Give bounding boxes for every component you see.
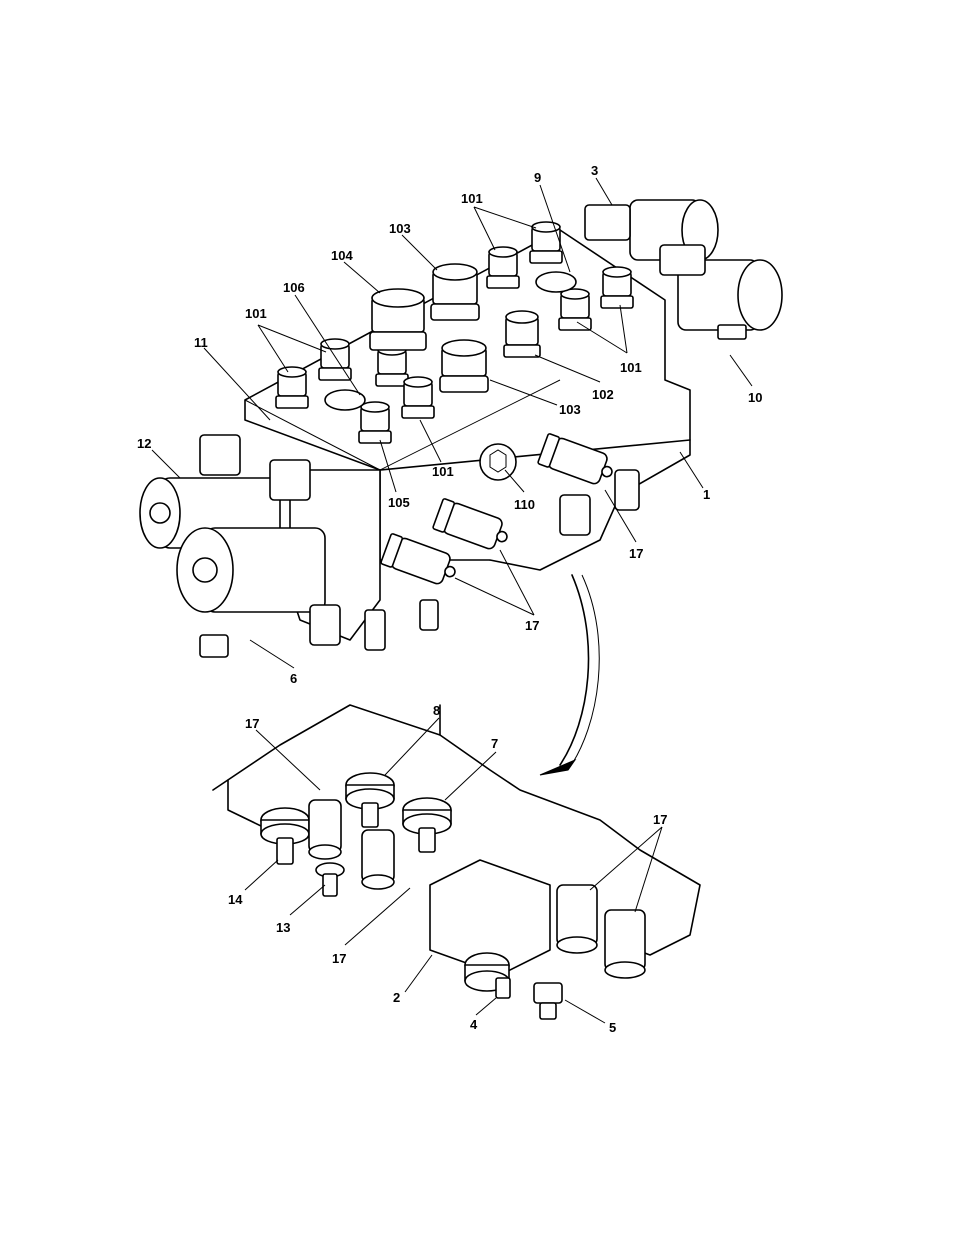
- view-arrow: [539, 574, 600, 776]
- fitting-group-top: [275, 221, 634, 444]
- o-ring-9: [535, 271, 577, 293]
- callout-104: 104: [331, 248, 353, 263]
- upper-manifold-assembly: [139, 199, 783, 658]
- solenoid-coils-right: [584, 199, 783, 340]
- callout-12: 12: [137, 436, 151, 451]
- callout-106: 106: [283, 280, 305, 295]
- callout-1: 1: [703, 487, 710, 502]
- callout-17-lower-right: 17: [653, 812, 667, 827]
- callout-11: 11: [194, 335, 208, 350]
- callout-110: 110: [514, 497, 535, 512]
- callout-8: 8: [433, 703, 440, 718]
- callout-labels: 3 9 101 103 104 106 101 11 101 10 102 10…: [137, 163, 762, 1035]
- bottom-studs: [309, 469, 640, 651]
- callout-4: 4: [470, 1017, 478, 1032]
- callout-10: 10: [748, 390, 762, 405]
- plug-110: [479, 443, 517, 481]
- callout-17-front: 17: [525, 618, 539, 633]
- callout-103-top: 103: [389, 221, 411, 236]
- callout-17-lower-mid: 17: [332, 951, 346, 966]
- callout-6: 6: [290, 671, 297, 686]
- large-port-fittings: [369, 263, 489, 393]
- callout-3: 3: [591, 163, 598, 178]
- callout-101-mid: 101: [432, 464, 454, 479]
- callout-2: 2: [393, 990, 400, 1005]
- callout-13: 13: [276, 920, 290, 935]
- solenoid-coils-left: [139, 434, 326, 658]
- leader-lines: [151, 177, 753, 1024]
- callout-101-right: 101: [620, 360, 642, 375]
- callout-17-right: 17: [629, 546, 643, 561]
- callout-102: 102: [592, 387, 614, 402]
- callout-7: 7: [491, 736, 498, 751]
- lower-manifold-view: [212, 704, 701, 1020]
- callout-5: 5: [609, 1020, 616, 1035]
- callout-17-lower-left: 17: [245, 716, 259, 731]
- callout-103-mid: 103: [559, 402, 581, 417]
- cartridge-valves-17: [380, 433, 613, 585]
- callout-9: 9: [534, 170, 541, 185]
- callout-105: 105: [388, 495, 410, 510]
- callout-101-left: 101: [245, 306, 267, 321]
- callout-101-top: 101: [461, 191, 483, 206]
- callout-14: 14: [228, 892, 243, 907]
- o-ring-106: [324, 389, 366, 411]
